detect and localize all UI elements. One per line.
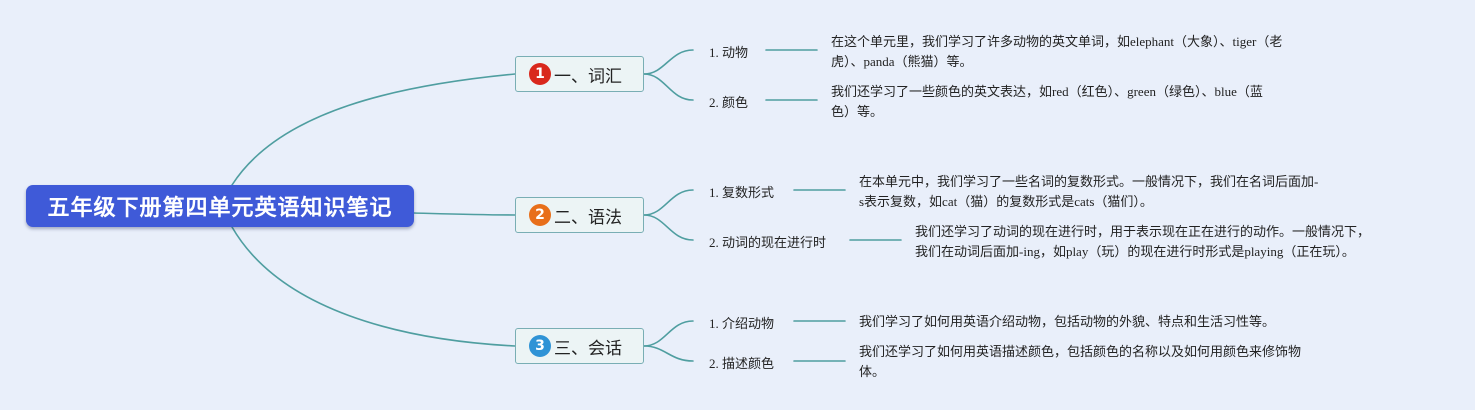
leaf-describe-colors[interactable]: 2. 描述颜色 <box>709 356 775 371</box>
connector-root-branch-2 <box>413 212 516 216</box>
root-title: 五年级下册第四单元英语知识笔记 <box>47 196 393 221</box>
detail-line: 我们学习了如何用英语介绍动物，包括动物的外貌、特点和生活习性等。 <box>859 314 1276 329</box>
leaf-introduce-animals[interactable]: 1. 介绍动物 <box>709 316 775 331</box>
detail-line: s表示复数，如cat（猫）的复数形式是cats（猫们）。 <box>859 194 1153 209</box>
connector-b2-item2 <box>643 214 694 241</box>
connector-root-branch-1 <box>231 73 516 186</box>
detail-line: 在本单元中，我们学习了一些名词的复数形式。一般情况下，我们在名词后面加- <box>859 174 1319 189</box>
branch-label: 三、会话 <box>554 338 622 359</box>
detail-line: 我们在动词后面加-ing，如play（玩）的现在进行时形式是playing（正在… <box>915 244 1355 259</box>
branch-label: 二、语法 <box>554 207 622 228</box>
detail-line: 在这个单元里，我们学习了许多动物的英文单词，如elephant（大象）、tige… <box>831 34 1283 49</box>
detail-colors: 我们还学习了一些颜色的英文表达，如red（红色）、green（绿色）、blue（… <box>831 82 1263 122</box>
number-badge-3-icon: 3 <box>529 335 551 357</box>
connector-root-branch-3 <box>231 226 516 347</box>
detail-line: 体。 <box>859 364 886 379</box>
number-badge-2-icon: 2 <box>529 204 551 226</box>
root-topic[interactable]: 五年级下册第四单元英语知识笔记 <box>26 185 414 227</box>
branch-grammar[interactable]: 2 二、语法 <box>515 197 644 233</box>
connector-b1-item1 <box>643 49 694 75</box>
branch-conversation[interactable]: 3 三、会话 <box>515 328 644 364</box>
detail-line: 我们还学习了一些颜色的英文表达，如red（红色）、green（绿色）、blue（… <box>831 84 1263 99</box>
detail-describe-colors: 我们还学习了如何用英语描述颜色，包括颜色的名称以及如何用颜色来修饰物 体。 <box>859 342 1301 382</box>
connector-b1-item2 <box>643 73 694 101</box>
detail-introduce-animals: 我们学习了如何用英语介绍动物，包括动物的外貌、特点和生活习性等。 <box>859 312 1275 332</box>
detail-plural-forms: 在本单元中，我们学习了一些名词的复数形式。一般情况下，我们在名词后面加- s表示… <box>859 172 1318 212</box>
branch-vocabulary[interactable]: 1 一、词汇 <box>515 56 644 92</box>
detail-line: 我们还学习了如何用英语描述颜色，包括颜色的名称以及如何用颜色来修饰物 <box>859 344 1302 359</box>
branch-label: 一、词汇 <box>554 66 622 87</box>
leaf-animals[interactable]: 1. 动物 <box>709 45 749 60</box>
connector-b3-item1 <box>643 320 694 347</box>
leaf-present-continuous[interactable]: 2. 动词的现在进行时 <box>709 235 827 250</box>
detail-present-continuous: 我们还学习了动词的现在进行时，用于表示现在正在进行的动作。一般情况下， 我们在动… <box>915 222 1370 262</box>
detail-animals: 在这个单元里，我们学习了许多动物的英文单词，如elephant（大象）、tige… <box>831 32 1282 72</box>
detail-line: 虎）、panda（熊猫）等。 <box>831 54 973 69</box>
connector-b2-item1 <box>643 189 694 216</box>
leaf-colors[interactable]: 2. 颜色 <box>709 95 749 110</box>
leaf-plural-forms[interactable]: 1. 复数形式 <box>709 185 775 200</box>
detail-line: 色）等。 <box>831 104 884 119</box>
connector-b3-item2 <box>643 345 694 362</box>
number-badge-1-icon: 1 <box>529 63 551 85</box>
detail-line: 我们还学习了动词的现在进行时，用于表示现在正在进行的动作。一般情况下， <box>915 224 1371 239</box>
